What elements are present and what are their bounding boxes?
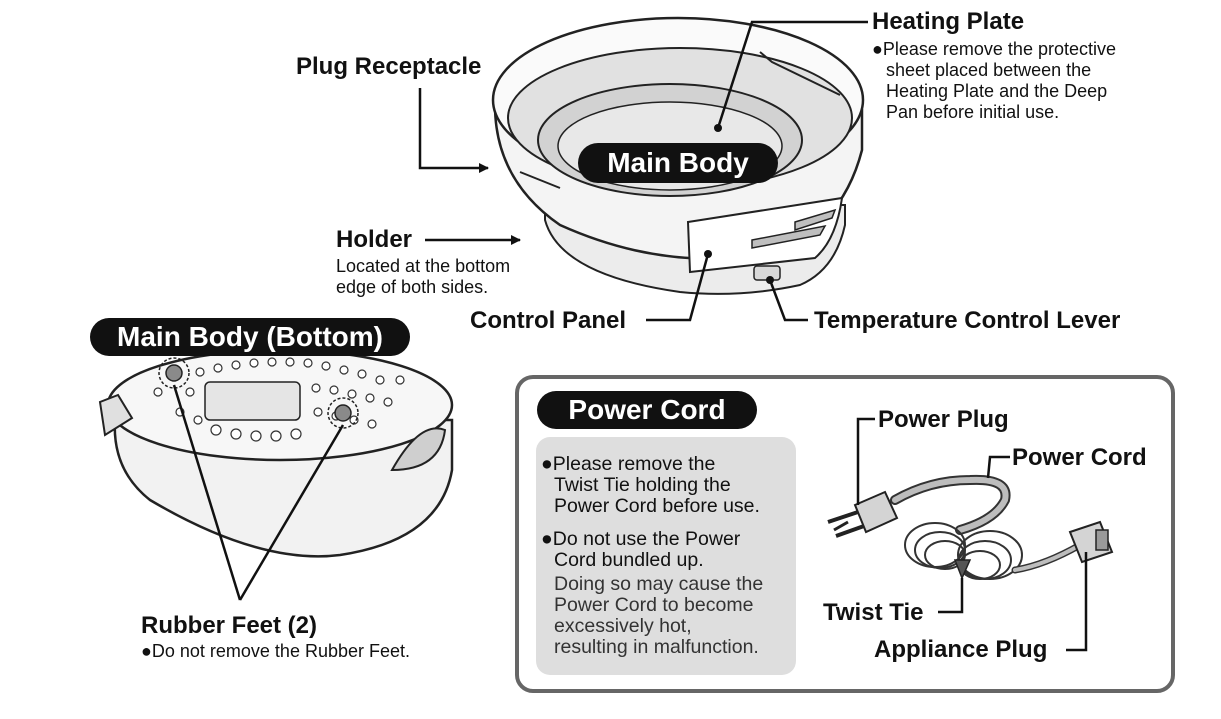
heating-plate-note-line: Pan before initial use.	[886, 102, 1060, 122]
power-cord-note-line: ●Please remove the	[541, 453, 716, 475]
leader-control-panel	[646, 253, 710, 322]
bottom-label-plate	[204, 381, 301, 421]
bottom-view-illustration	[98, 348, 454, 558]
power-cord-title: Power Cord	[537, 391, 757, 429]
power-cord-note-line: Power Cord to become	[554, 594, 754, 616]
temperature-control-lever-label: Temperature Control Lever	[814, 307, 1121, 334]
control-panel-label: Control Panel	[470, 307, 627, 334]
bottom-handle-right	[390, 427, 447, 472]
power-cord-note-2: ●Do not use the Power Cord bundled up.	[541, 529, 740, 571]
rim-notch-left	[519, 171, 561, 189]
main-body-title: Main Body	[578, 143, 778, 183]
leader-power-cord	[986, 455, 1010, 479]
power-cord-note-line: excessively hot,	[554, 615, 692, 637]
holder-note: Located at the bottom edge of both sides…	[336, 256, 510, 298]
power-cord-note-line: resulting in malfunction.	[554, 636, 759, 658]
power-cord-illustration	[827, 474, 1114, 580]
power-cord-note-3: Doing so may cause the Power Cord to bec…	[554, 574, 763, 658]
power-plug-shape	[827, 490, 899, 538]
rubber-feet-leaders	[172, 384, 345, 601]
main-body-bottom-title: Main Body (Bottom)	[90, 318, 410, 356]
rubber-foot-right-halo	[327, 397, 359, 429]
leader-heating-plate-dot	[714, 124, 722, 132]
power-cord-note-1: ●Please remove the Twist Tie holding the…	[541, 454, 760, 517]
heating-plate-note: ●Please remove the protective sheet plac…	[872, 39, 1116, 123]
plug-receptacle-label: Plug Receptacle	[296, 53, 482, 80]
power-cord-notes-panel	[536, 437, 796, 675]
twist-tie-label: Twist Tie	[823, 599, 924, 626]
rubber-foot-right	[334, 404, 352, 422]
heating-plate-note-line: ●Please remove the protective	[872, 39, 1116, 59]
leader-heating-plate	[716, 20, 868, 129]
rubber-feet-note: ●Do not remove the Rubber Feet.	[141, 641, 411, 661]
power-cord-label: Power Cord	[1012, 444, 1147, 471]
leader-temperature-lever-dot	[766, 276, 774, 284]
rubber-foot-left-halo	[158, 357, 190, 389]
holder-label: Holder	[336, 226, 413, 253]
holder-note-line: Located at the bottom	[336, 256, 511, 276]
cord-to-appliance-inner	[1013, 543, 1082, 572]
vent-lower	[751, 224, 827, 249]
leader-plug-receptacle	[418, 88, 489, 173]
power-cord-note-line: Power Cord before use.	[554, 495, 760, 517]
rubber-feet-label: Rubber Feet (2)	[141, 612, 318, 639]
control-panel-shape	[686, 196, 844, 274]
main-body-leaders	[418, 20, 868, 322]
heating-plate-note-line: Heating Plate and the Deep	[886, 81, 1108, 101]
leader-control-panel-dot	[704, 250, 712, 258]
rubber-foot-left	[165, 364, 183, 382]
vent-upper	[794, 208, 837, 232]
power-cord-leaders	[856, 417, 1088, 652]
leader-temperature-lever	[768, 279, 808, 322]
power-cord-note-line: Twist Tie holding the	[554, 474, 731, 496]
bottom-vent-holes	[153, 357, 405, 442]
appliance-plug-label: Appliance Plug	[874, 636, 1048, 663]
power-cord-panel	[515, 375, 1175, 693]
leader-twist-tie	[938, 578, 964, 614]
twist-tie-shape	[953, 559, 972, 580]
leader-power-plug	[856, 417, 875, 505]
bottom-handle-left	[98, 393, 134, 437]
leader-appliance-plug	[1066, 552, 1088, 652]
heating-plate-note-line: sheet placed between the	[886, 60, 1092, 80]
power-cord-note-line: Cord bundled up.	[554, 549, 704, 571]
appliance-plug-shape	[1068, 520, 1114, 564]
power-cord-note-line: ●Do not use the Power	[541, 528, 741, 550]
power-cord-note-line: Doing so may cause the	[554, 573, 764, 595]
holder-note-line: edge of both sides.	[336, 277, 489, 297]
power-plug-label: Power Plug	[878, 406, 1009, 433]
cord-line-inner	[892, 476, 1009, 533]
heating-plate-label: Heating Plate	[872, 8, 1025, 35]
rim-notch-right	[759, 51, 841, 96]
